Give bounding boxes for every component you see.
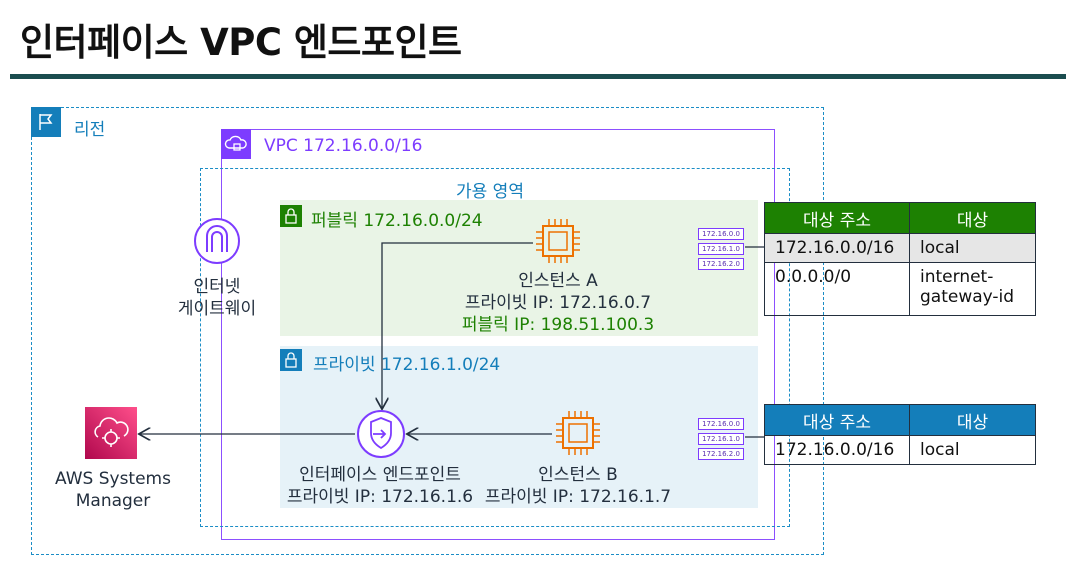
- subnet-entry: 172.16.2.0: [698, 258, 744, 270]
- instance-b-private-ip: 프라이빗 IP: 172.16.1.7: [484, 487, 672, 507]
- subnet-entry: 172.16.0.0: [698, 418, 744, 430]
- vpc-label: VPC 172.16.0.0/16: [264, 136, 423, 156]
- ec2-instance-b-icon: [556, 411, 600, 455]
- rt-cell: 0.0.0.0/0: [764, 262, 910, 316]
- az-label: 가용 영역: [456, 182, 524, 202]
- rt-cell-text: internet-gateway-id: [920, 267, 1015, 307]
- region-boundary: [31, 107, 824, 555]
- endpoint-private-ip: 프라이빗 IP: 172.16.1.6: [286, 487, 474, 507]
- igw-label-line1: 인터넷: [193, 277, 241, 297]
- rt-header-target: 대상: [909, 202, 1036, 234]
- page-title: 인터페이스 VPC 엔드포인트: [20, 21, 462, 64]
- ec2-instance-a-icon: [536, 219, 580, 263]
- lock-icon: [280, 349, 302, 371]
- systems-manager-icon: [85, 407, 137, 459]
- subnet-entry: 172.16.0.0: [698, 228, 744, 240]
- instance-a-public-ip: 퍼블릭 IP: 198.51.100.3: [461, 315, 655, 335]
- rt-cell: 172.16.0.0/16: [764, 233, 910, 263]
- instance-b-name: 인스턴스 B: [538, 465, 618, 485]
- instance-a-private-ip: 프라이빗 IP: 172.16.0.7: [464, 293, 652, 313]
- ssm-label-line1: AWS Systems: [55, 469, 171, 489]
- region-label: 리전: [74, 120, 106, 140]
- lock-icon: [280, 205, 302, 227]
- instance-a-name: 인스턴스 A: [518, 271, 598, 291]
- rt-cell: 172.16.0.0/16: [764, 435, 910, 465]
- route-table-public: 대상 주소 대상 172.16.0.0/16 local 0.0.0.0/0 i…: [764, 202, 1036, 316]
- ssm-label-line2: Manager: [75, 491, 151, 511]
- igw-label-line2: 게이트웨이: [177, 299, 257, 319]
- rt-cell: local: [909, 233, 1036, 263]
- subnet-entry: 172.16.1.0: [698, 243, 744, 255]
- rt-cell: internet-gateway-id: [909, 262, 1036, 316]
- route-table-private: 대상 주소 대상 172.16.0.0/16 local: [764, 404, 1036, 465]
- interface-endpoint-icon: [357, 410, 405, 458]
- title-underline: [10, 74, 1066, 79]
- vpc-cloud-lock-icon: [221, 129, 251, 159]
- public-subnet-label: 퍼블릭 172.16.0.0/24: [311, 211, 483, 231]
- vpc-boundary: [221, 129, 775, 540]
- flag-icon: [31, 107, 61, 137]
- public-subnet-area: [280, 200, 758, 336]
- rt-cell: local: [909, 435, 1036, 465]
- rt-header-destination: 대상 주소: [764, 202, 910, 234]
- subnet-entry: 172.16.1.0: [698, 433, 744, 445]
- rt-header-destination: 대상 주소: [764, 404, 910, 436]
- endpoint-name: 인터페이스 엔드포인트: [299, 465, 461, 485]
- internet-gateway-icon: [194, 218, 240, 264]
- subnet-list-public: 172.16.0.0 172.16.1.0 172.16.2.0: [698, 228, 744, 273]
- private-subnet-label: 프라이빗 172.16.1.0/24: [313, 355, 501, 375]
- availability-zone-boundary: [200, 168, 790, 527]
- subnet-list-private: 172.16.0.0 172.16.1.0 172.16.2.0: [698, 418, 744, 463]
- rt-header-target: 대상: [909, 404, 1036, 436]
- subnet-entry: 172.16.2.0: [698, 448, 744, 460]
